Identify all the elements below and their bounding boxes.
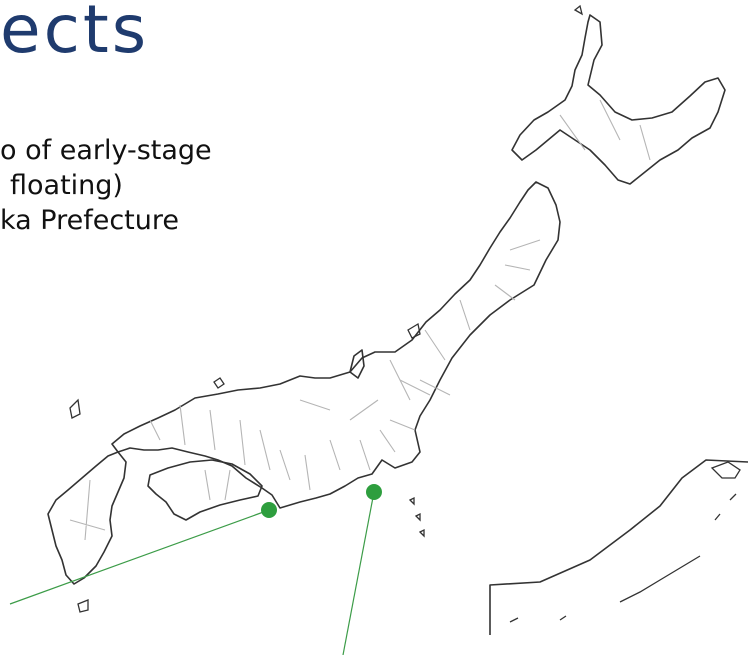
inset-islands-ne — [710, 461, 741, 479]
shikoku-outline — [147, 459, 263, 521]
izu-islands — [408, 496, 425, 538]
kyushu-outline — [47, 451, 127, 585]
bullet-line-3: ka Prefecture — [0, 205, 179, 236]
sado-island — [407, 322, 421, 339]
bullet-line-1: o of early-stage — [0, 135, 212, 166]
yakushima-island — [77, 599, 89, 613]
okinawa-islands — [509, 493, 737, 623]
marker-east — [366, 484, 382, 500]
noto-peninsula — [349, 349, 365, 379]
marker-west — [261, 502, 277, 518]
slide-title: ects — [0, 0, 150, 68]
rishiri-island — [573, 4, 584, 16]
leader-line-east — [342, 491, 375, 655]
oki-island — [213, 377, 225, 389]
leader-line-west — [9, 509, 270, 605]
honshu-outline — [111, 181, 561, 509]
tsushima-island — [69, 398, 81, 419]
prefecture-borders — [69, 99, 651, 541]
hokkaido-outline — [511, 14, 726, 185]
inset-frame — [489, 459, 748, 635]
bullet-line-2: floating) — [10, 170, 123, 201]
